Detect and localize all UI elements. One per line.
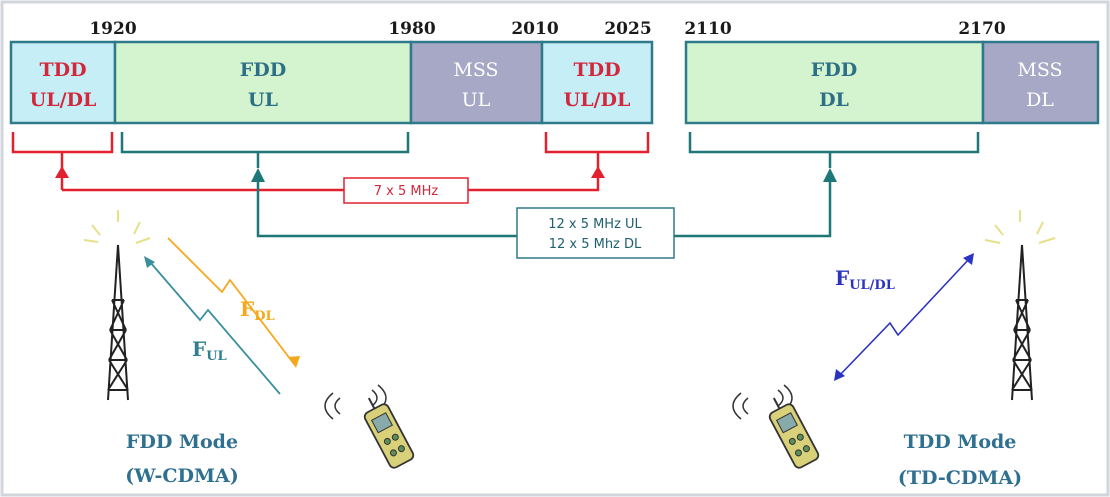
band-label: FDD — [240, 59, 286, 81]
band-label: UL/DL — [564, 89, 631, 111]
mobile-phone-icon — [324, 384, 415, 469]
band-label: UL — [248, 89, 278, 111]
freq-label-2110: 2110 — [684, 19, 731, 39]
fdd-allocation-line1: 12 x 5 MHz UL — [548, 217, 642, 232]
fdd-arrowhead-left — [251, 168, 265, 182]
freq-label-1980: 1980 — [388, 19, 435, 39]
band-label: FDD — [811, 59, 857, 81]
band-tdd-ul-dl-right: TDD UL/DL — [540, 40, 654, 125]
cell-tower-icon — [83, 210, 151, 401]
freq-label-2170: 2170 — [958, 19, 1005, 39]
tdd-signal-arrow — [837, 257, 971, 378]
downlink-arrowhead — [288, 356, 300, 368]
uplink-arrowhead — [144, 256, 155, 268]
brace-fdd-dl — [688, 132, 980, 168]
tdd-allocation-box: 7 x 5 MHz — [343, 177, 469, 204]
band-mss-ul: MSS UL — [409, 40, 544, 125]
band-label: DL — [1026, 89, 1054, 111]
uplink-signal-arrow — [149, 261, 281, 395]
band-label: DL — [819, 89, 849, 111]
band-label: TDD — [573, 59, 620, 81]
freq-label-1920: 1920 — [89, 19, 136, 39]
tdd-arrowhead-up — [963, 253, 974, 265]
band-label: TDD — [39, 59, 86, 81]
tdd-arrowhead-right — [591, 166, 605, 178]
band-label: UL/DL — [30, 89, 97, 111]
band-fdd-ul: FDD UL — [113, 40, 413, 125]
brace-tdd-left — [11, 132, 114, 172]
band-fdd-dl: FDD DL — [684, 40, 985, 125]
fdd-arrowhead-right — [823, 168, 837, 182]
band-label: MSS — [1017, 59, 1062, 81]
tdd-arrowhead-down — [834, 369, 845, 381]
cell-tower-icon — [984, 210, 1056, 401]
mobile-phone-icon — [732, 384, 820, 469]
downlink-signal-arrow — [167, 237, 295, 365]
band-label: MSS — [453, 59, 498, 81]
tdd-arrowhead-left — [55, 166, 69, 178]
freq-label-2025: 2025 — [604, 19, 651, 39]
tdd-signal-label: FUL/DL — [835, 266, 895, 293]
fdd-allocation-box: 12 x 5 MHz UL 12 x 5 Mhz DL — [516, 207, 675, 259]
fdd-allocation-line2: 12 x 5 Mhz DL — [549, 237, 642, 252]
band-tdd-ul-dl-left: TDD UL/DL — [9, 40, 117, 125]
brace-tdd-right — [544, 132, 650, 168]
tdd-mode-label: TDD Mode — [904, 431, 1017, 453]
freq-label-2010: 2010 — [511, 19, 558, 39]
band-label: UL — [462, 89, 491, 111]
band-mss-dl: MSS DL — [981, 40, 1100, 125]
tdd-mode-subtitle: (TD-CDMA) — [898, 467, 1022, 489]
tdd-allocation-label: 7 x 5 MHz — [374, 184, 439, 199]
uplink-label: FUL — [192, 337, 227, 364]
downlink-label: FDL — [240, 297, 275, 324]
brace-fdd-ul — [120, 132, 410, 168]
fdd-mode-subtitle: (W-CDMA) — [125, 465, 239, 487]
fdd-mode-label: FDD Mode — [126, 431, 238, 453]
